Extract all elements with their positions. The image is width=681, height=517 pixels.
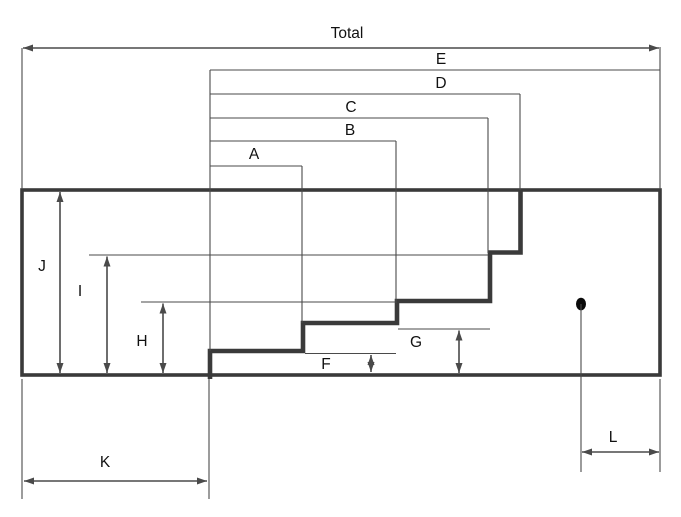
part-outline-group bbox=[20, 188, 662, 379]
dim-label-i: I bbox=[78, 283, 82, 300]
dim-label-total: Total bbox=[331, 25, 364, 42]
dimension-c: C bbox=[345, 99, 356, 116]
dimension-h: H bbox=[136, 303, 167, 373]
dim-label-g: G bbox=[410, 334, 422, 351]
dim-label-b: B bbox=[345, 122, 355, 139]
dimension-i: I bbox=[78, 256, 111, 373]
dim-label-l: L bbox=[609, 429, 618, 446]
dim-label-a: A bbox=[249, 146, 260, 163]
dim-label-e: E bbox=[436, 51, 446, 68]
dimension-total: Total bbox=[23, 25, 659, 52]
dimension-g: G bbox=[410, 330, 463, 373]
dimension-l: L bbox=[582, 429, 659, 456]
dimension-j: J bbox=[38, 192, 64, 373]
dim-label-k: K bbox=[100, 454, 111, 471]
dimension-k: K bbox=[24, 454, 207, 485]
staircase-profile bbox=[207, 188, 523, 379]
dimension-f: F bbox=[321, 355, 375, 373]
dim-label-j: J bbox=[38, 258, 46, 275]
dim-label-d: D bbox=[435, 75, 446, 92]
dim-label-h: H bbox=[136, 333, 147, 350]
extension-lines bbox=[21, 47, 661, 499]
dim-label-c: C bbox=[345, 99, 356, 116]
part-outline bbox=[20, 188, 662, 377]
dimension-d: D bbox=[435, 75, 446, 92]
dimension-a: A bbox=[249, 146, 260, 163]
dimension-e: E bbox=[436, 51, 446, 68]
dim-label-f: F bbox=[321, 356, 330, 373]
dimension-b: B bbox=[345, 122, 355, 139]
